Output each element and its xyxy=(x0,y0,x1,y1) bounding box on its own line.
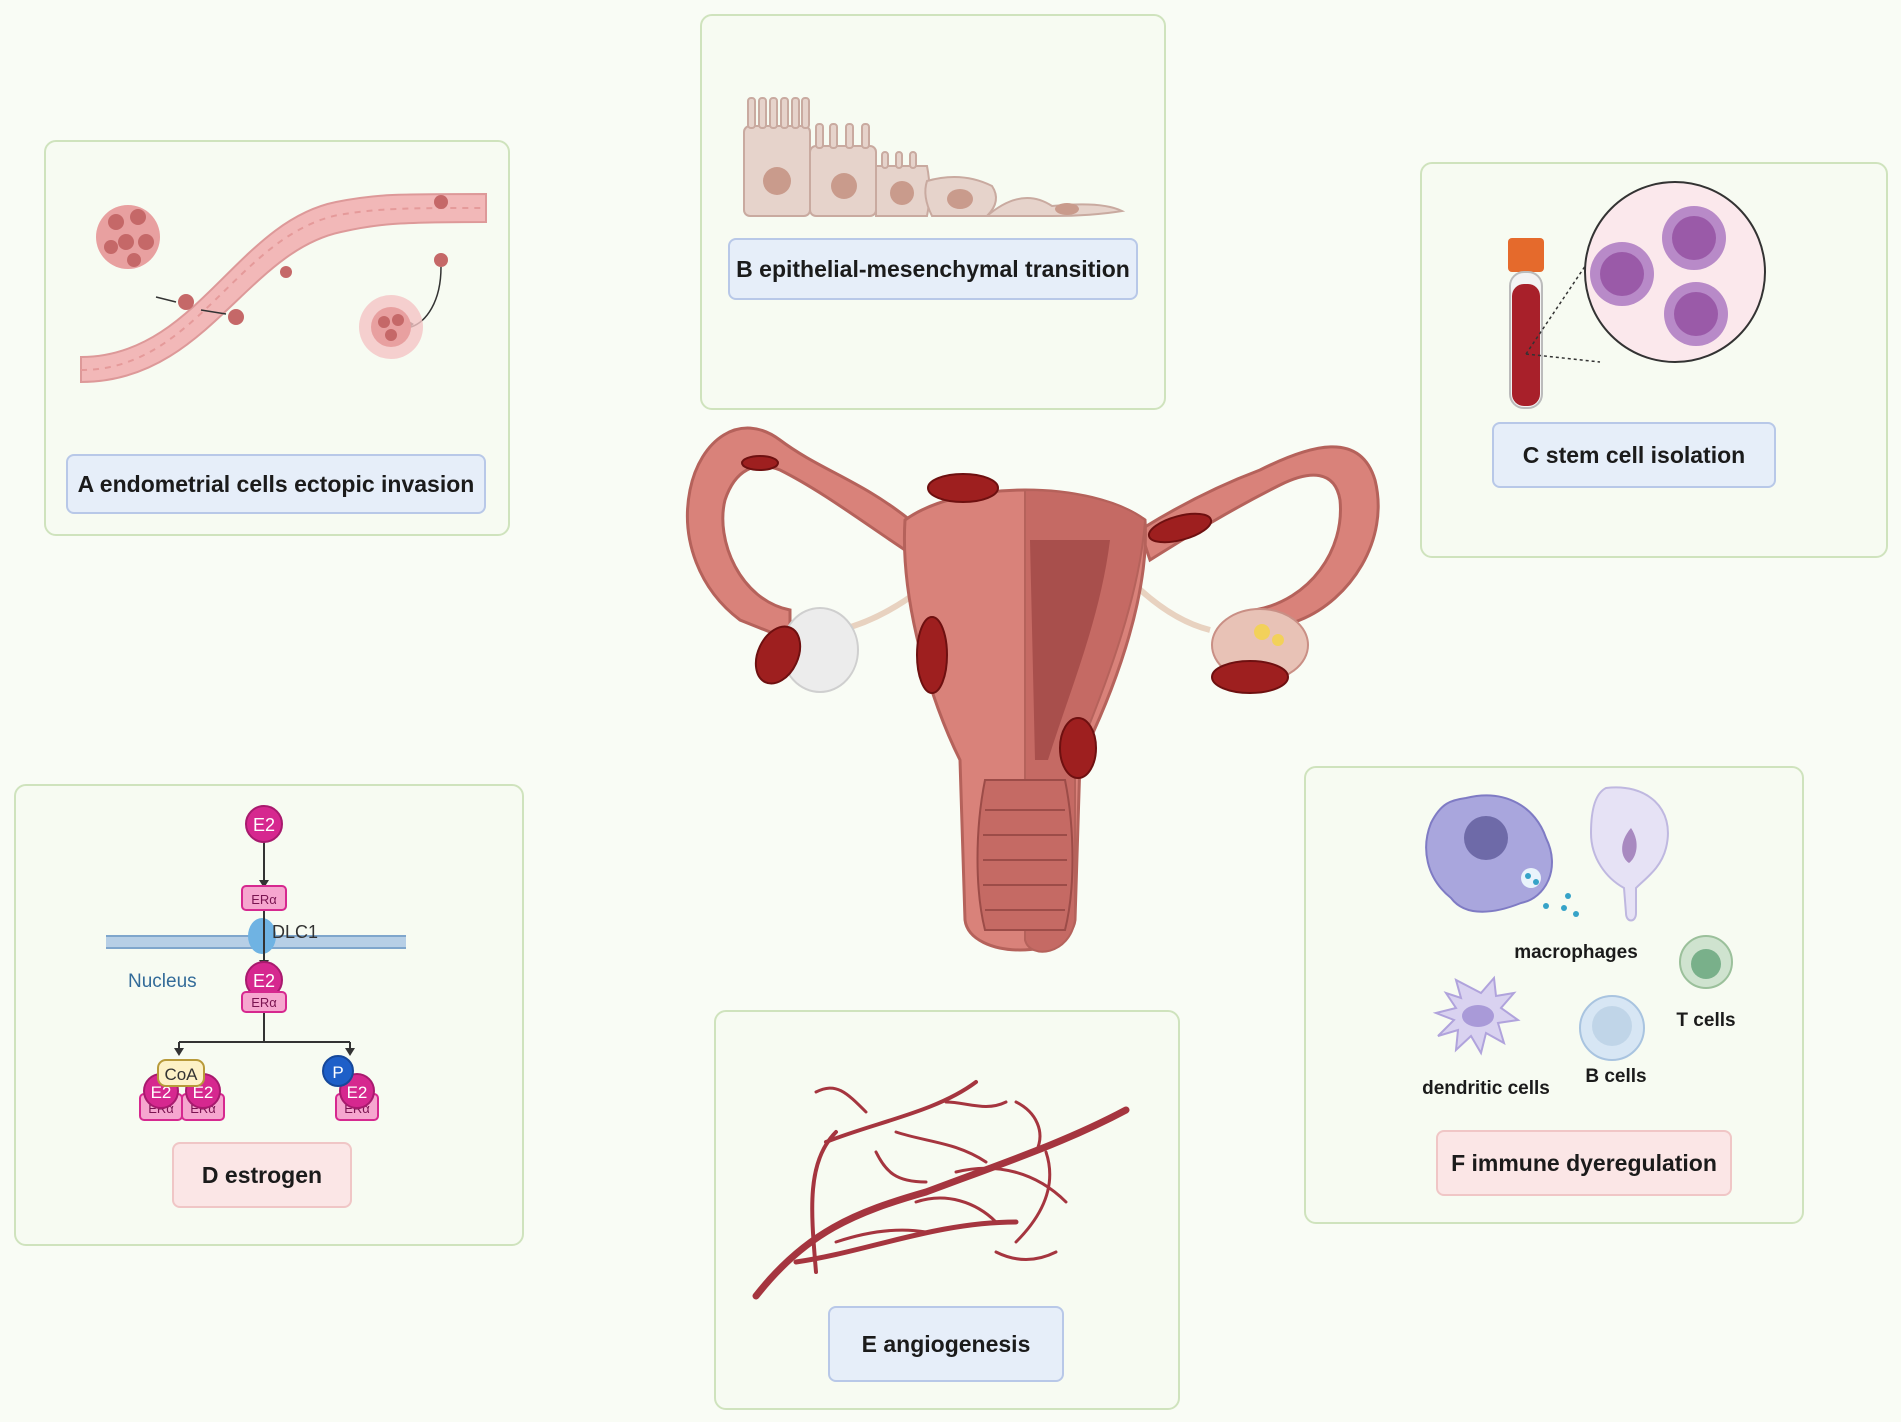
panel-a-label: A endometrial cells ectopic invasion xyxy=(66,454,486,514)
svg-text:E2: E2 xyxy=(193,1083,214,1102)
blood-tube-illustration xyxy=(1508,181,1766,409)
panel-a-ectopic-invasion: A endometrial cells ectopic invasion xyxy=(44,140,510,536)
ectopic-lesion-cluster xyxy=(359,295,423,359)
panel-b-label: B epithelial-mesenchymal transition xyxy=(728,238,1138,300)
panel-e-label: E angiogenesis xyxy=(828,1306,1064,1382)
estrogen-pathway-diagram: E2 ERα DLC1 Nucleus E2 ERα ERα ERα E2 E2… xyxy=(106,805,406,1121)
panel-f-immune-dysregulation: macrophages T cells dendritic cells B ce… xyxy=(1304,766,1804,1224)
panel-b-emt: B epithelial-mesenchymal transition xyxy=(700,14,1166,410)
endometriosis-lesions xyxy=(741,455,1289,779)
stem-cell-magnified-view xyxy=(1584,181,1766,363)
t-cells-label: T cells xyxy=(1676,1010,1735,1031)
panel-c-stem-cell-isolation: C stem cell isolation xyxy=(1420,162,1888,558)
blood-vessel-invasion-illustration xyxy=(80,192,487,384)
svg-text:ERα: ERα xyxy=(251,995,277,1010)
cell-cluster-origin xyxy=(96,205,160,269)
panel-d-label: D estrogen xyxy=(172,1142,352,1208)
dlc1-label: DLC1 xyxy=(272,922,318,942)
svg-text:E2: E2 xyxy=(347,1083,368,1102)
e2-molecule-top xyxy=(245,805,283,843)
svg-text:ERα: ERα xyxy=(251,892,277,907)
immune-cells-illustration: macrophages T cells dendritic cells B ce… xyxy=(1422,786,1736,1099)
panel-d-estrogen: E2 ERα DLC1 Nucleus E2 ERα ERα ERα E2 E2… xyxy=(14,784,524,1246)
coa-label: CoA xyxy=(164,1065,198,1084)
macrophage-1 xyxy=(1425,794,1579,917)
dendritic-cells-label: dendritic cells xyxy=(1422,1078,1550,1099)
emt-cells-illustration xyxy=(743,97,1126,217)
dendritic-cell xyxy=(1432,975,1521,1056)
macrophages-label: macrophages xyxy=(1514,942,1638,963)
b-cell xyxy=(1579,995,1645,1061)
t-cell xyxy=(1679,935,1733,989)
nucleus-label: Nucleus xyxy=(128,971,197,992)
panel-c-label: C stem cell isolation xyxy=(1492,422,1776,488)
svg-text:E2: E2 xyxy=(253,815,275,835)
macrophage-2 xyxy=(1589,786,1669,922)
svg-text:E2: E2 xyxy=(151,1083,172,1102)
svg-text:E2: E2 xyxy=(253,971,275,991)
blood-vessels-illustration xyxy=(752,1080,1130,1300)
panel-e-angiogenesis: E angiogenesis xyxy=(714,1010,1180,1410)
b-cells-label: B cells xyxy=(1585,1066,1646,1087)
phosphate-label: P xyxy=(332,1063,343,1082)
panel-f-label: F immune dyeregulation xyxy=(1436,1130,1732,1196)
